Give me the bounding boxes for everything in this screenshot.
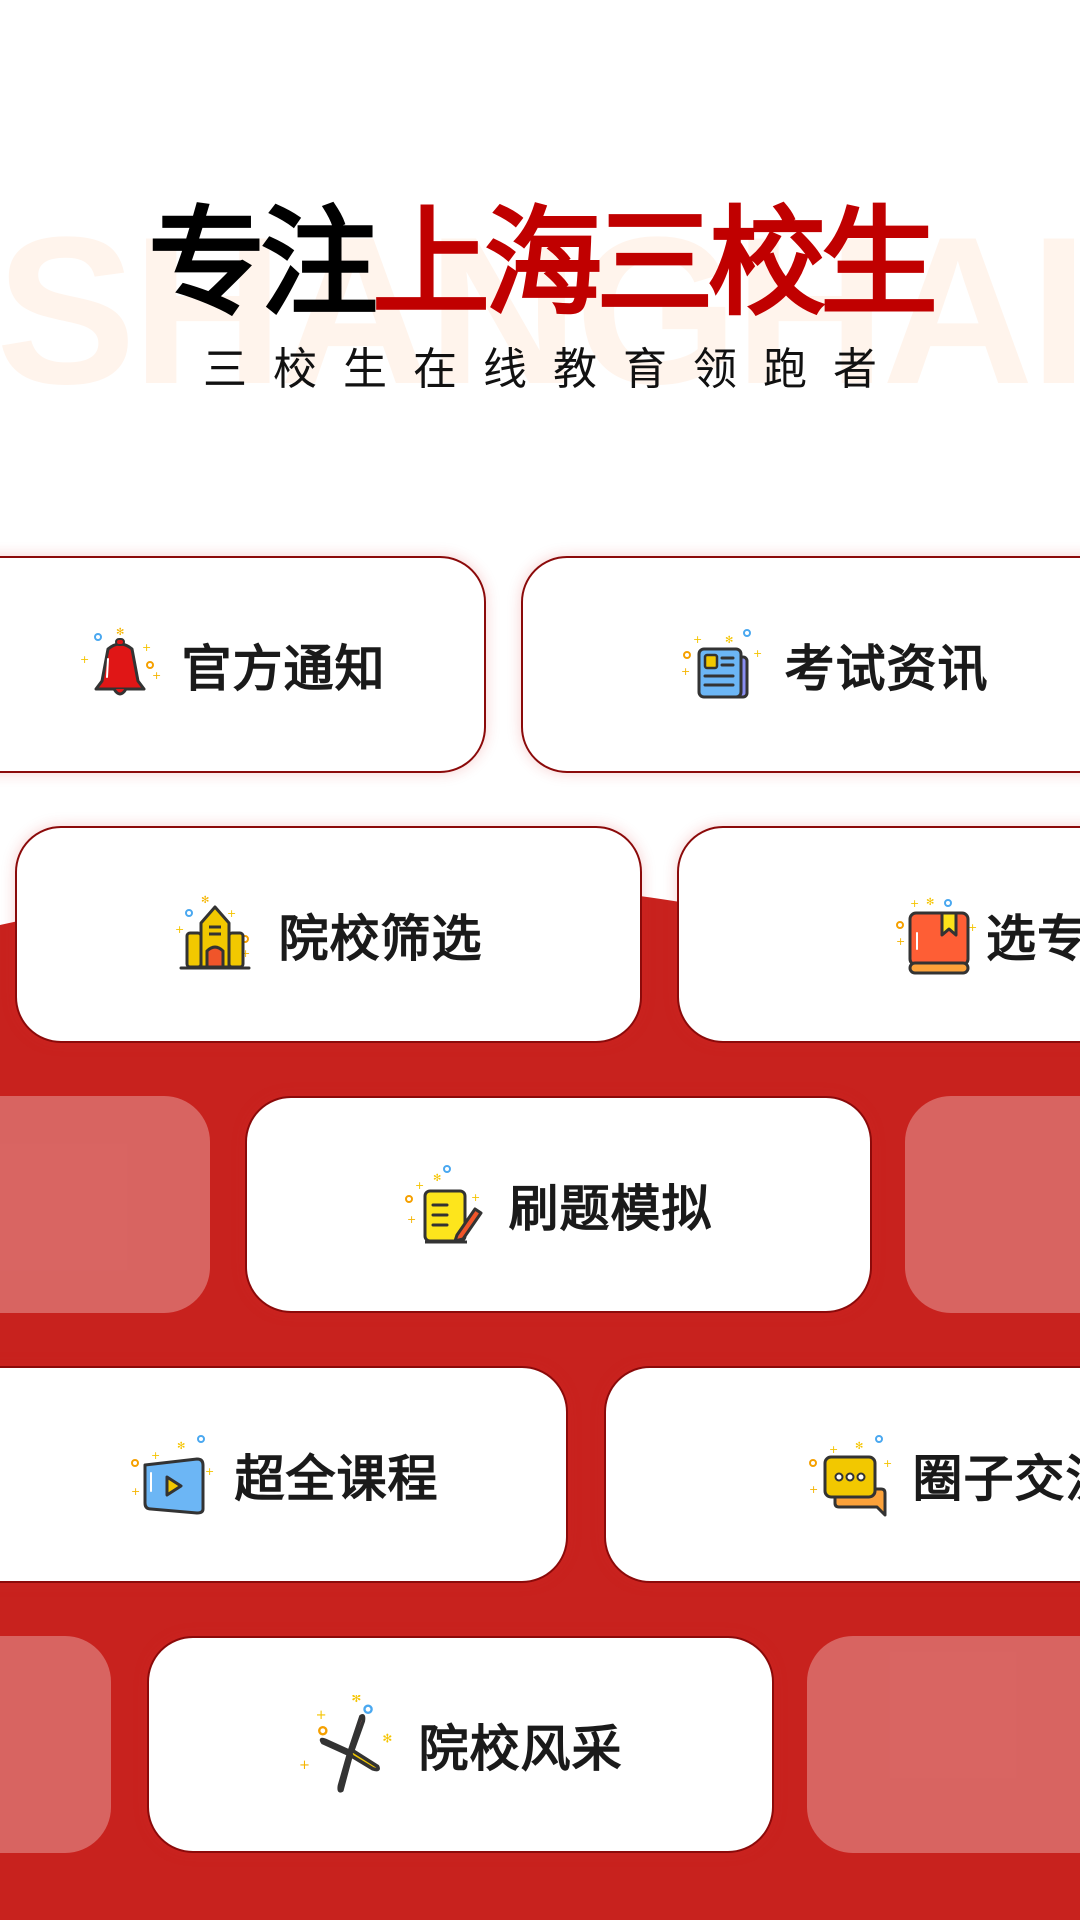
menu-card-school-showcase[interactable]: ✻ + + ✻ 院校风采 bbox=[147, 1636, 774, 1853]
bell-icon: ✻ + + + bbox=[78, 623, 162, 707]
newspaper-icon: + ✻ + + bbox=[681, 623, 765, 707]
menu-card-label: 刷题模拟 bbox=[508, 1179, 713, 1238]
menu-row-4: ✻ + + + 超全课程 ✻ + + bbox=[0, 1366, 1080, 1583]
svg-text:+: + bbox=[681, 665, 690, 678]
svg-text:+: + bbox=[175, 923, 184, 936]
svg-text:+: + bbox=[693, 633, 702, 646]
svg-text:+: + bbox=[809, 1483, 818, 1496]
svg-text:+: + bbox=[883, 1457, 892, 1470]
page-subtitle: 三校生在线教育领跑者 bbox=[203, 344, 903, 395]
school-building-icon: ✻ + + + bbox=[175, 893, 259, 977]
menu-card-community-chat[interactable]: ✻ + + + 圈子交流 bbox=[604, 1366, 1080, 1583]
video-play-icon: ✻ + + + bbox=[130, 1433, 215, 1517]
svg-text:✻: ✻ bbox=[926, 897, 934, 908]
svg-text:✻: ✻ bbox=[116, 627, 124, 638]
svg-text:✻: ✻ bbox=[177, 1441, 185, 1452]
svg-text:+: + bbox=[205, 1465, 214, 1478]
menu-row-2: ✻ + + + 院校筛选 bbox=[0, 826, 1080, 1043]
svg-text:+: + bbox=[142, 641, 151, 654]
svg-text:✻: ✻ bbox=[201, 895, 209, 906]
svg-text:✻: ✻ bbox=[433, 1173, 441, 1184]
svg-text:+: + bbox=[151, 1449, 160, 1462]
page-title: 专注上海三校生 bbox=[0, 198, 1080, 328]
svg-text:+: + bbox=[753, 647, 762, 660]
svg-text:✻: ✻ bbox=[725, 635, 733, 646]
svg-text:+: + bbox=[152, 669, 161, 682]
decorative-ghost-tile bbox=[807, 1636, 1080, 1853]
menu-card-school-filter[interactable]: ✻ + + + 院校筛选 bbox=[15, 826, 642, 1043]
svg-text:+: + bbox=[227, 907, 236, 920]
decorative-ghost-tile bbox=[0, 1636, 111, 1853]
menu-card-full-courses[interactable]: ✻ + + + 超全课程 bbox=[0, 1366, 568, 1583]
chat-bubbles-icon: ✻ + + + bbox=[808, 1433, 893, 1517]
title-black-part: 专注 bbox=[147, 194, 378, 332]
note-pencil-icon: ✻ + + + bbox=[404, 1163, 489, 1247]
svg-text:+: + bbox=[407, 1213, 416, 1226]
menu-card-label: 圈子交流 bbox=[912, 1449, 1080, 1508]
menu-card-label: 院校筛选 bbox=[278, 909, 483, 968]
menu-card-exam-news[interactable]: + ✻ + + 考试资讯 bbox=[521, 556, 1080, 773]
menu-card-official-notice[interactable]: ✻ + + + 官方通知 bbox=[0, 556, 486, 773]
menu-row-5: ✻ + + ✻ 院校风采 bbox=[0, 1636, 1080, 1853]
menu-card-label: 院校风采 bbox=[418, 1719, 623, 1778]
svg-text:+: + bbox=[415, 1179, 424, 1192]
menu-row-3: ✻ + + + 刷题模拟 bbox=[0, 1096, 1080, 1313]
svg-text:+: + bbox=[471, 1191, 480, 1204]
menu-card-choose-major[interactable]: ✻ + + + 选专业 bbox=[677, 826, 1080, 1043]
svg-text:+: + bbox=[80, 653, 89, 666]
watermark-text: SHANGHAI bbox=[0, 193, 1080, 428]
svg-text:+: + bbox=[910, 897, 919, 910]
svg-text:+: + bbox=[315, 1707, 326, 1722]
menu-card-label: 超全课程 bbox=[234, 1449, 439, 1508]
svg-text:+: + bbox=[241, 947, 250, 960]
menu-card-label: 选专业 bbox=[986, 909, 1080, 968]
pinwheel-icon: ✻ + + ✻ bbox=[299, 1695, 399, 1795]
svg-text:✻: ✻ bbox=[855, 1441, 863, 1452]
svg-text:✻: ✻ bbox=[351, 1695, 361, 1705]
decorative-ghost-tile bbox=[905, 1096, 1080, 1313]
svg-text:+: + bbox=[131, 1485, 140, 1498]
menu-card-label: 考试资讯 bbox=[784, 639, 989, 698]
svg-text:+: + bbox=[896, 935, 905, 948]
book-bookmark-icon: ✻ + + + bbox=[896, 893, 980, 977]
menu-card-label: 官方通知 bbox=[181, 639, 386, 698]
svg-text:+: + bbox=[968, 921, 977, 934]
menu-card-practice-mock[interactable]: ✻ + + + 刷题模拟 bbox=[245, 1096, 872, 1313]
svg-text:+: + bbox=[829, 1443, 838, 1456]
svg-text:✻: ✻ bbox=[382, 1731, 392, 1745]
svg-text:+: + bbox=[299, 1757, 310, 1772]
title-red-part: 上海三校生 bbox=[372, 194, 938, 332]
menu-row-1: ✻ + + + 官方通知 + ✻ bbox=[0, 556, 1080, 773]
decorative-ghost-tile bbox=[0, 1096, 210, 1313]
